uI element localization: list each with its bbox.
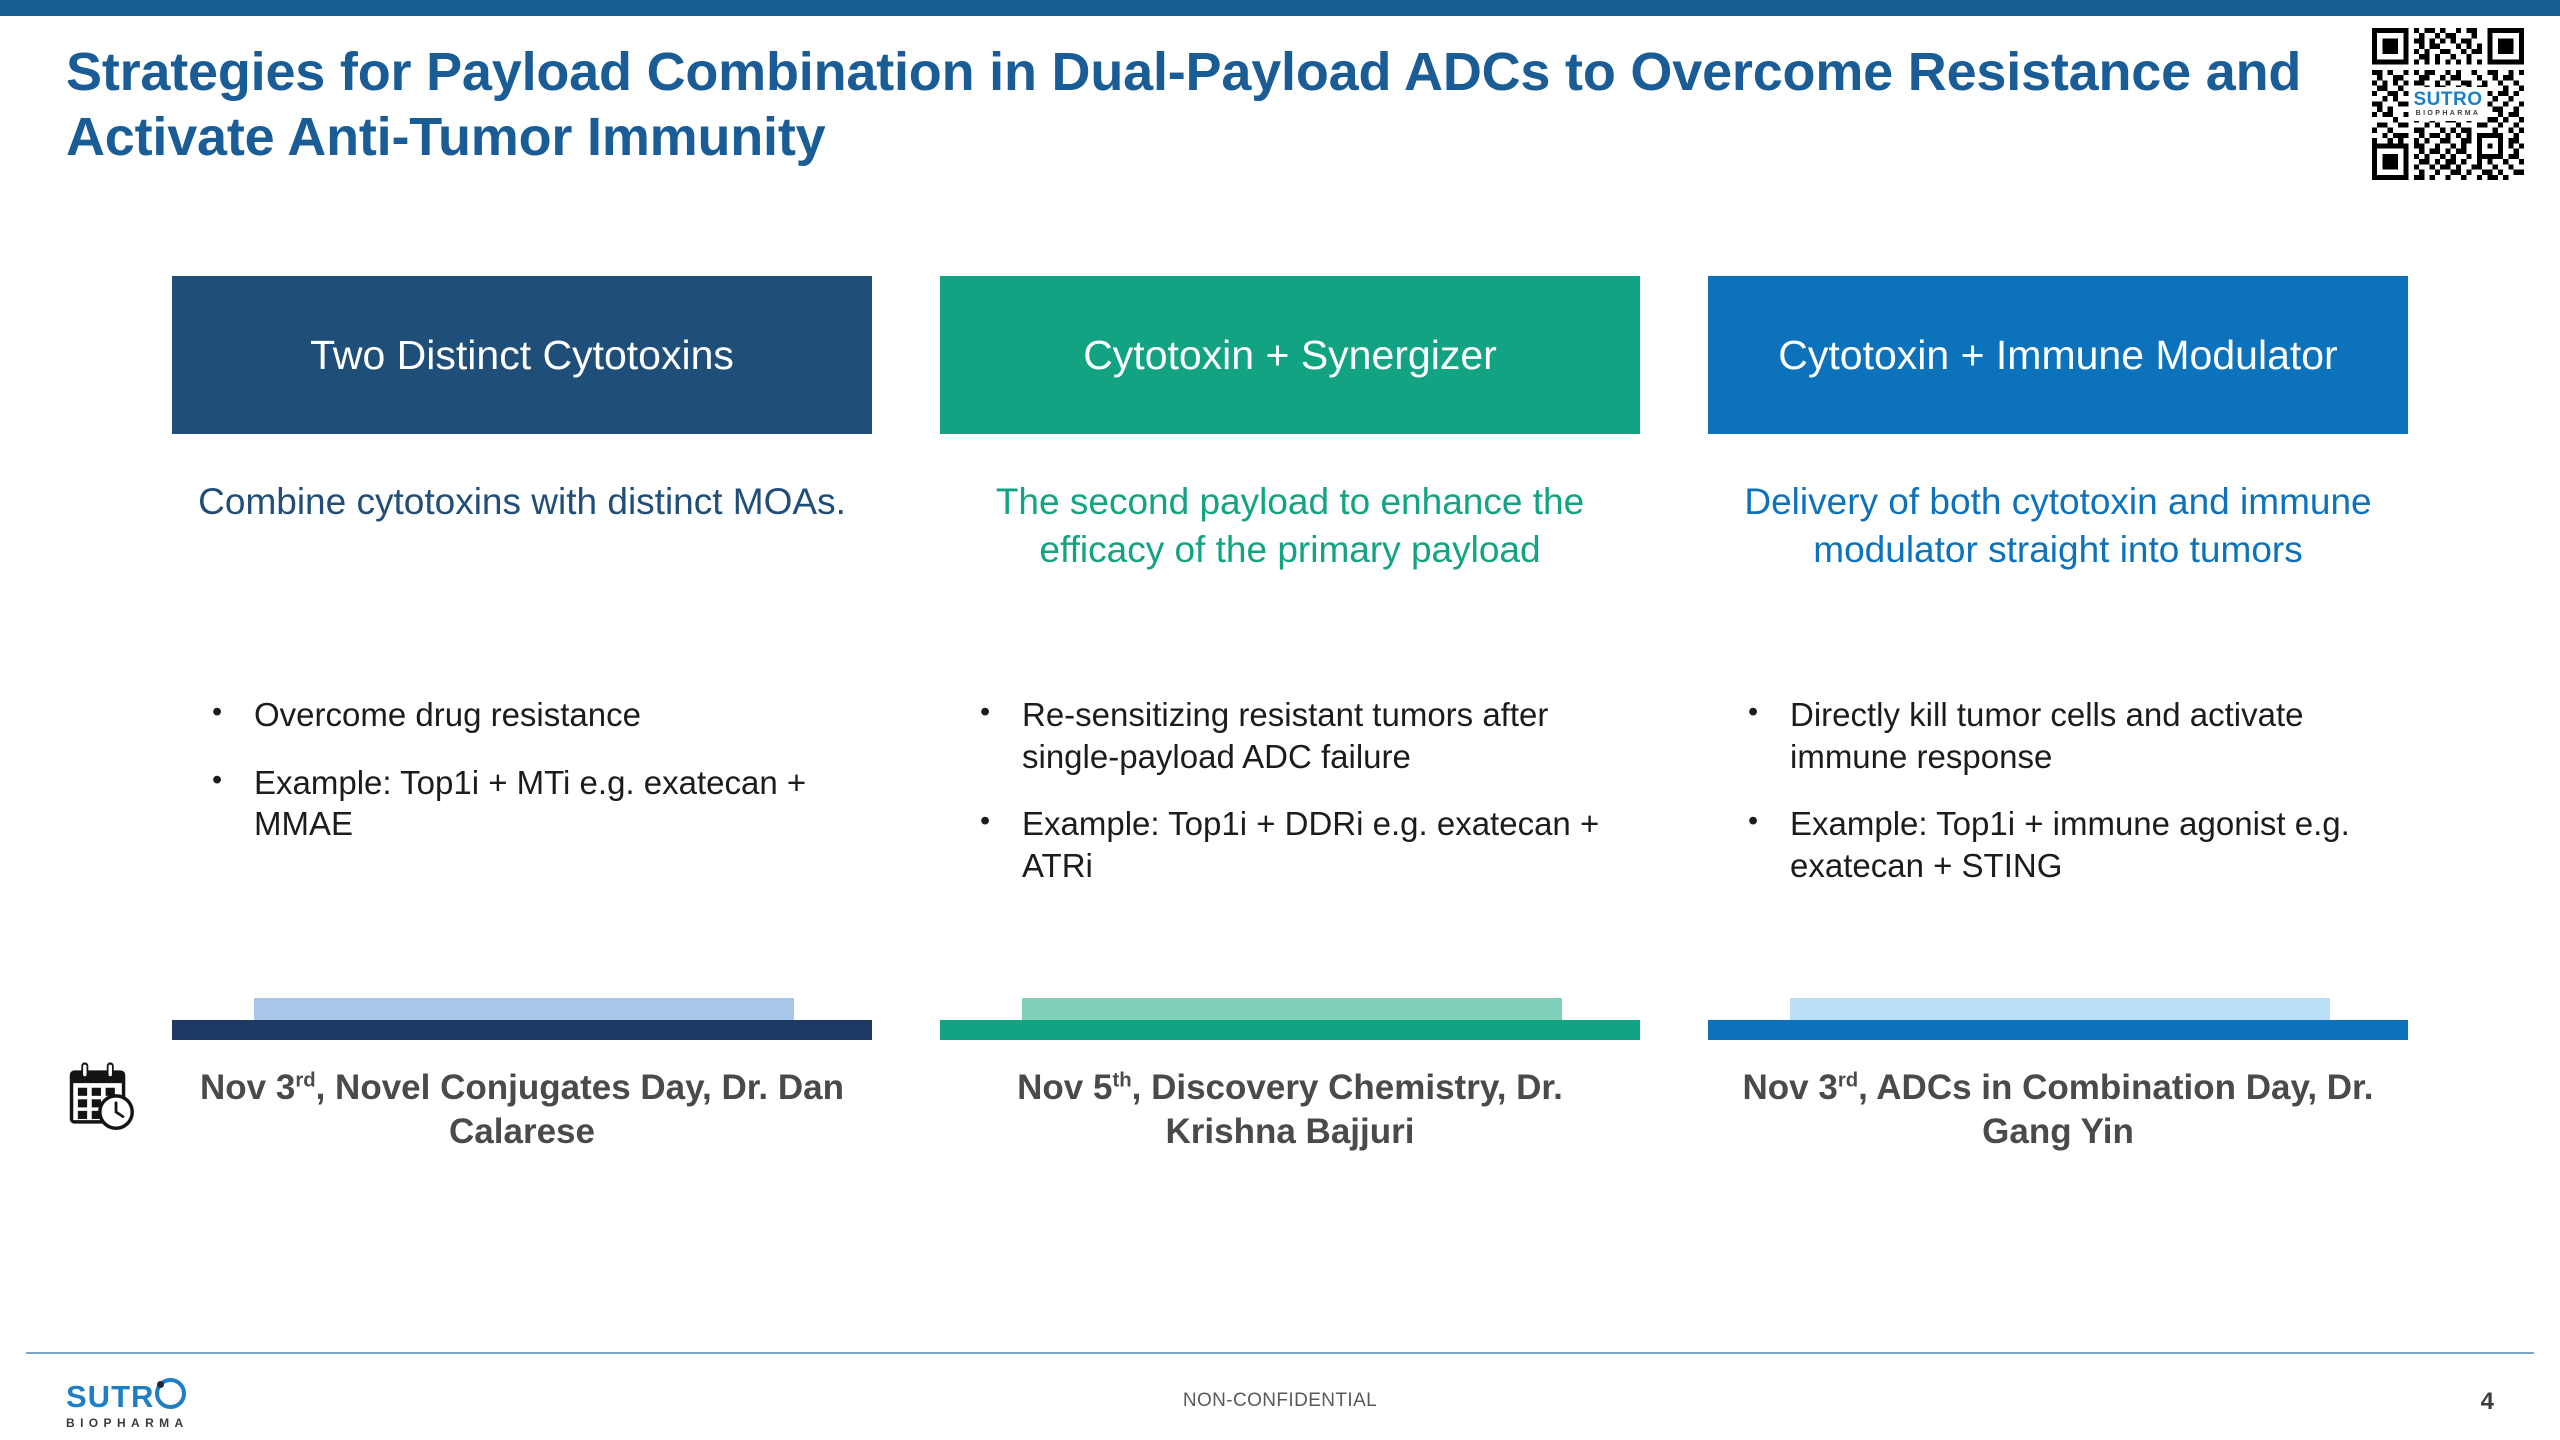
column-date-prefix-3: Nov 3 xyxy=(1742,1068,1838,1107)
footer-divider xyxy=(26,1352,2534,1354)
bullet-text: Example: Top1i + DDRi e.g. exatecan + AT… xyxy=(1022,805,1600,884)
column-bullets-3: • Directly kill tumor cells and activate… xyxy=(1708,694,2408,994)
column-description-2: The second payload to enhance the effica… xyxy=(995,481,1585,571)
list-item: • Example: Top1i + immune agonist e.g. e… xyxy=(1748,803,2408,886)
column-divider-bars-3 xyxy=(1708,998,2408,1040)
column-date-suffix-3: , ADCs in Combination Day, Dr. Gang Yin xyxy=(1858,1068,2374,1152)
column-date-suffix-1: , Novel Conjugates Day, Dr. Dan Calarese xyxy=(315,1068,844,1152)
list-item: • Example: Top1i + MTi e.g. exatecan + M… xyxy=(212,762,872,845)
column-date-ordinal-2: th xyxy=(1112,1069,1132,1092)
bullet-text: Overcome drug resistance xyxy=(254,696,641,733)
column-divider-bars-2 xyxy=(940,998,1640,1040)
bullet-icon: • xyxy=(212,763,223,796)
column-date-1: Nov 3rd, Novel Conjugates Day, Dr. Dan C… xyxy=(69,1062,872,1154)
strategy-columns: Two Distinct Cytotoxins Combine cytotoxi… xyxy=(0,276,2560,1154)
list-item: • Directly kill tumor cells and activate… xyxy=(1748,694,2408,777)
bullet-text: Re-sensitizing resistant tumors after si… xyxy=(1022,696,1549,775)
bar-light xyxy=(1790,998,2330,1020)
bullet-icon: • xyxy=(980,805,991,838)
qr-embedded-logo: SUTRO BIOPHARMA xyxy=(2408,87,2488,121)
bar-dark xyxy=(1708,1020,2408,1040)
logo-o-ring-icon xyxy=(155,1378,187,1409)
bar-dark xyxy=(940,1020,1640,1040)
logo-wordmark-text: SUTR xyxy=(66,1379,155,1414)
bullet-icon: • xyxy=(1748,805,1759,838)
column-date-prefix-1: Nov 3 xyxy=(200,1068,296,1107)
column-date-2: Nov 5th, Discovery Chemistry, Dr. Krishn… xyxy=(940,1066,1640,1154)
strategy-column-two-distinct-cytotoxins: Two Distinct Cytotoxins Combine cytotoxi… xyxy=(69,276,872,1154)
top-accent-bar xyxy=(0,0,2560,16)
bullet-text: Example: Top1i + immune agonist e.g. exa… xyxy=(1790,805,2350,884)
logo-subtext: BIOPHARMA xyxy=(66,1416,189,1430)
sutro-biopharma-logo: SUTR BIOPHARMA xyxy=(66,1378,189,1429)
column-date-ordinal-3: rd xyxy=(1837,1069,1859,1092)
qr-logo-secondary: BIOPHARMA xyxy=(2415,110,2481,117)
column-header-1: Two Distinct Cytotoxins xyxy=(172,276,872,434)
bullet-icon: • xyxy=(1748,696,1759,728)
bullet-icon: • xyxy=(212,696,223,728)
bullet-text: Example: Top1i + MTi e.g. exatecan + MMA… xyxy=(254,763,807,843)
list-item: • Re-sensitizing resistant tumors after … xyxy=(980,694,1640,777)
qr-logo-primary: SUTRO xyxy=(2413,89,2483,110)
column-bullets-1: • Overcome drug resistance • Example: To… xyxy=(172,694,872,994)
bullet-text: Directly kill tumor cells and activate i… xyxy=(1790,696,2304,775)
calendar-clock-icon xyxy=(64,1060,138,1134)
column-date-prefix-2: Nov 5 xyxy=(1017,1068,1113,1107)
column-header-3: Cytotoxin + Immune Modulator xyxy=(1708,276,2408,434)
qr-code-matrix xyxy=(2372,28,2524,180)
column-bullets-2: • Re-sensitizing resistant tumors after … xyxy=(940,694,1640,994)
list-item: • Example: Top1i + DDRi e.g. exatecan + … xyxy=(980,803,1640,886)
strategy-column-cytotoxin-immune-modulator: Cytotoxin + Immune Modulator Delivery of… xyxy=(1708,276,2408,1154)
logo-wordmark: SUTR xyxy=(66,1378,189,1412)
list-item: • Overcome drug resistance xyxy=(212,694,872,736)
column-date-suffix-2: , Discovery Chemistry, Dr. Krishna Bajju… xyxy=(1131,1068,1563,1152)
page-number: 4 xyxy=(2480,1388,2494,1415)
confidentiality-notice: NON-CONFIDENTIAL xyxy=(1182,1390,1378,1411)
qr-code[interactable]: SUTRO BIOPHARMA xyxy=(2372,28,2524,180)
column-description-3: Delivery of both cytotoxin and immune mo… xyxy=(1744,481,2372,571)
column-date-ordinal-1: rd xyxy=(295,1069,316,1092)
bar-dark xyxy=(172,1020,872,1040)
column-divider-bars-1 xyxy=(172,998,872,1040)
bar-light xyxy=(1022,998,1562,1020)
bullet-icon: • xyxy=(980,696,991,728)
strategy-column-cytotoxin-synergizer: Cytotoxin + Synergizer The second payloa… xyxy=(940,276,1640,1154)
page-title: Strategies for Payload Combination in Du… xyxy=(66,42,2302,167)
column-date-3: Nov 3rd, ADCs in Combination Day, Dr. Ga… xyxy=(1708,1066,2408,1154)
column-description-1: Combine cytotoxins with distinct MOAs. xyxy=(198,481,846,522)
bar-light xyxy=(254,998,794,1020)
column-header-2: Cytotoxin + Synergizer xyxy=(940,276,1640,434)
